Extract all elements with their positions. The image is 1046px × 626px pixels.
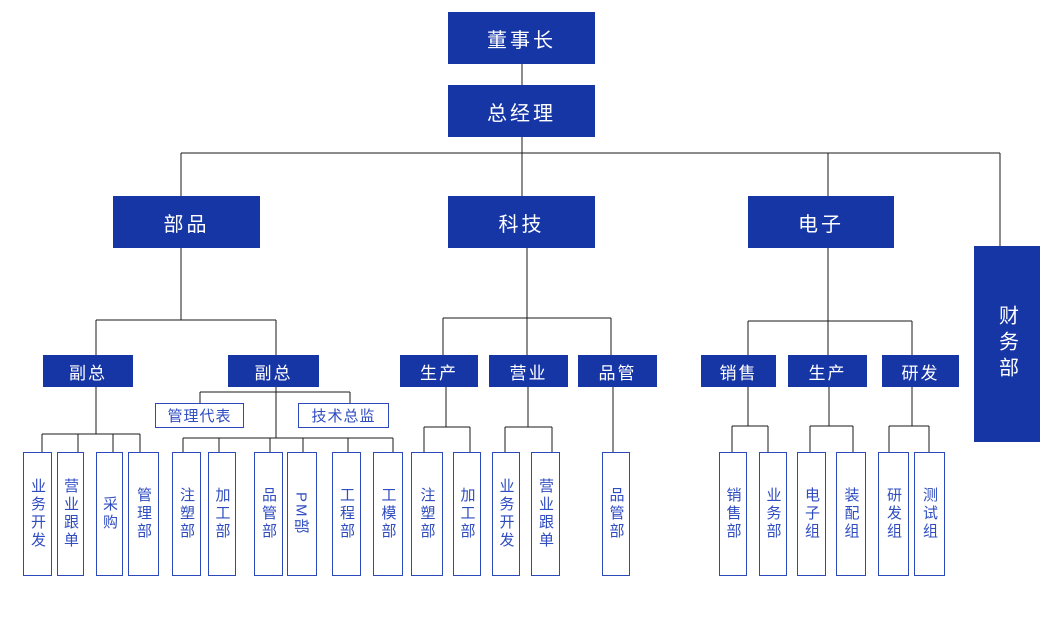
dept-machining-box: 加工部	[208, 452, 236, 576]
dept-qc2-box: 品管部	[602, 452, 630, 576]
dept-admin-box: 管理部	[128, 452, 159, 576]
vp2-box: 副总	[228, 355, 319, 387]
division-tech-box: 科技	[448, 196, 595, 248]
dept-injection-box: 注塑部	[172, 452, 201, 576]
dept-sales-followup2-box: 营业跟单	[531, 452, 560, 576]
group-rd-box: 研发组	[878, 452, 909, 576]
elec-production-box: 生产	[788, 355, 867, 387]
dept-purchasing-box: 采购	[96, 452, 123, 576]
dept-business-dev-box: 业务开发	[23, 452, 52, 576]
tech-director-box: 技术总监	[298, 403, 389, 428]
dept-engineering-box: 工程部	[332, 452, 361, 576]
management-rep-box: 管理代表	[155, 403, 244, 428]
dept-business-dev2-box: 业务开发	[492, 452, 520, 576]
division-electronics-box: 电子	[748, 196, 894, 248]
dept-injection2-box: 注塑部	[411, 452, 443, 576]
vp1-box: 副总	[43, 355, 133, 387]
group-testing-box: 测试组	[914, 452, 945, 576]
chairman-box: 董事长	[448, 12, 595, 64]
elec-rd-box: 研发	[882, 355, 959, 387]
elec-sales-box: 销售	[701, 355, 776, 387]
group-electronics-box: 电子组	[797, 452, 826, 576]
dept-tooling-box: 工模部	[373, 452, 403, 576]
general-manager-box: 总经理	[448, 85, 595, 137]
dept-machining2-box: 加工部	[453, 452, 481, 576]
tech-production-box: 生产	[400, 355, 478, 387]
dept-business-box: 业务部	[759, 452, 787, 576]
dept-qc-box: 品管部	[254, 452, 283, 576]
group-assembly-box: 装配组	[836, 452, 866, 576]
dept-sales-box: 销售部	[719, 452, 747, 576]
dept-sales-followup-box: 营业跟单	[57, 452, 84, 576]
tech-qc-box: 品管	[578, 355, 657, 387]
division-parts-box: 部品	[113, 196, 260, 248]
dept-pm-box: PM部	[287, 452, 317, 576]
tech-sales-box: 营业	[489, 355, 568, 387]
finance-dept-box: 财务部	[974, 246, 1040, 442]
